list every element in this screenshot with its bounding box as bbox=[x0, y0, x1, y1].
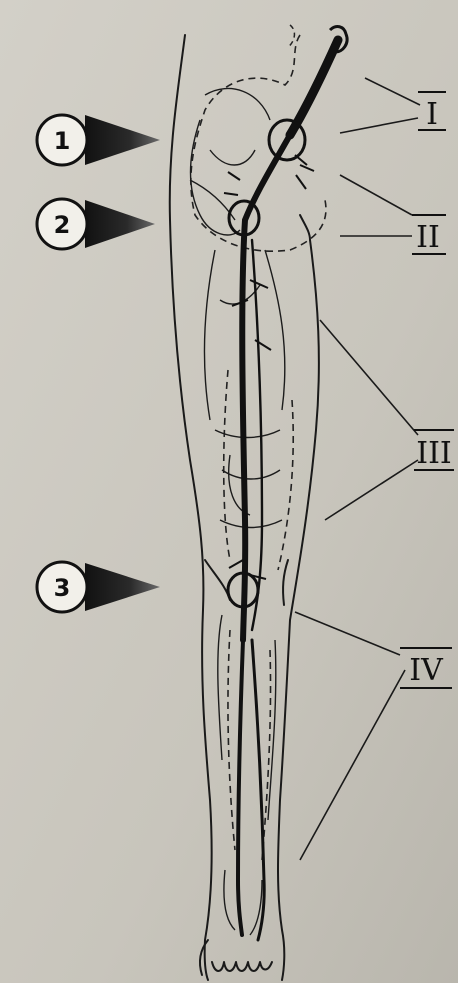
label-III: III bbox=[414, 430, 454, 471]
marker-3-number: 3 bbox=[54, 574, 71, 602]
label-I-text: I bbox=[426, 97, 438, 132]
marker-1-number: 1 bbox=[54, 127, 71, 155]
label-II-text: II bbox=[416, 220, 440, 255]
marker-2-number: 2 bbox=[54, 211, 71, 239]
label-III-text: III bbox=[416, 436, 452, 471]
label-IV-text: IV bbox=[409, 653, 444, 688]
